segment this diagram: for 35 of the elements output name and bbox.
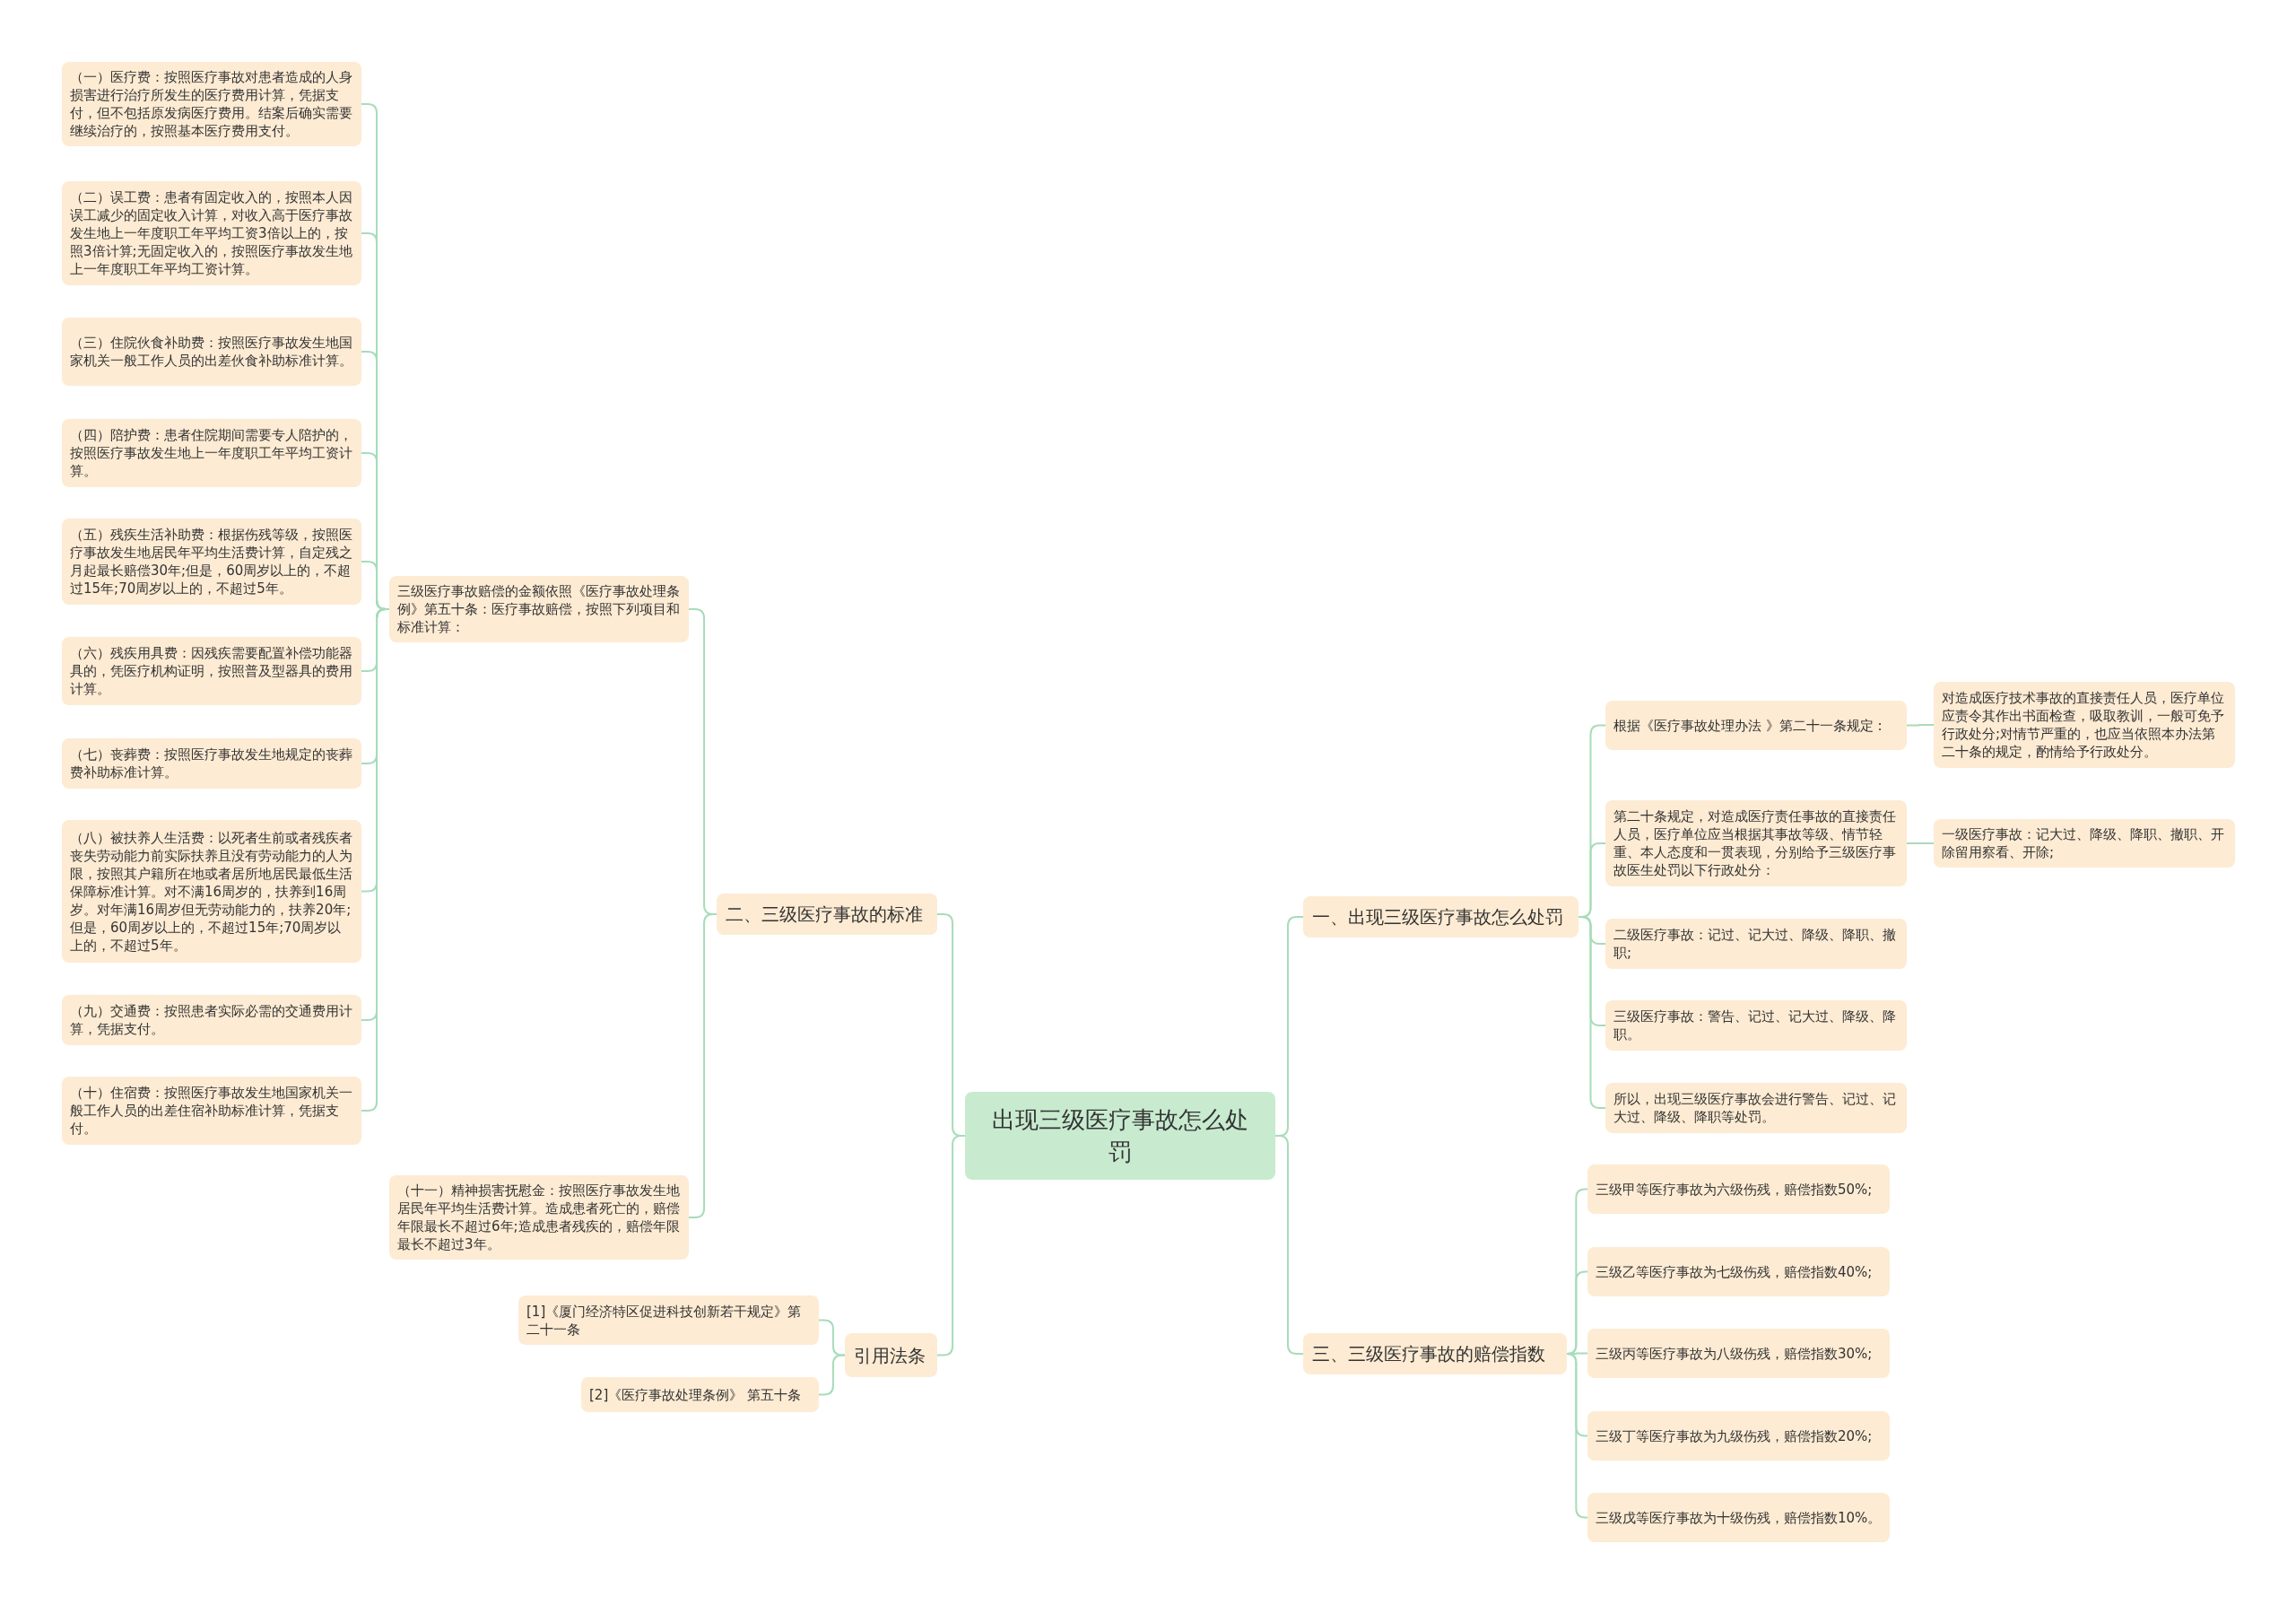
central-topic: 出现三级医疗事故怎么处罚 — [965, 1092, 1275, 1180]
topic-card: （十一）精神损害抚慰金：按照医疗事故发生地居民年平均生活费计算。造成患者死亡的，赔偿年限最长不超过6年;造成患者残疾的，赔偿年限最长不超过3年。 — [389, 1175, 689, 1260]
topic-card: [2]《医疗事故处理条例》 第五十条 — [581, 1377, 819, 1412]
topic-card: 根据《医疗事故处理办法 》第二十一条规定 : — [1605, 701, 1907, 750]
topic-card: （八）被扶养人生活费：以死者生前或者残疾者丧失劳动能力前实际扶养且没有劳动能力的人为限，按照其户籍所在地或者居所地居民最低生活保障标准计算。对不满16周岁的，扶养到16周岁。对年满16周岁但无劳动能力的，扶养20年;但是，60周岁以上的，不超过15年;70周岁以上的，不超过5年。 — [62, 820, 361, 963]
topic-card: （二）误工费：患者有固定收入的，按照本人因误工减少的固定收入计算，对收入高于医疗事故发生地上一年度职工年平均工资3倍以上的，按照3倍计算;无固定收入的，按照医疗事故发生地上一年度职工年平均工资计算。 — [62, 181, 361, 285]
branch-topic: 引用法条 — [845, 1333, 937, 1377]
topic-card: （七）丧葬费：按照医疗事故发生地规定的丧葬费补助标准计算。 — [62, 738, 361, 789]
topic-card: 三级甲等医疗事故为六级伤残，赔偿指数50%; — [1587, 1164, 1890, 1214]
topic-card: 三级医疗事故：警告、记过、记大过、降级、降职。 — [1605, 1000, 1907, 1051]
topic-card: 所以，出现三级医疗事故会进行警告、记过、记大过、降级、降职等处罚。 — [1605, 1083, 1907, 1133]
topic-card: 一级医疗事故：记大过、降级、降职、撤职、开除留用察看、开除; — [1934, 819, 2235, 868]
topic-card: 二级医疗事故：记过、记大过、降级、降职、撤职; — [1605, 919, 1907, 969]
connector-line — [1906, 724, 1935, 727]
branch-topic: 二、三级医疗事故的标准 — [717, 894, 937, 935]
branch-topic: 三、三级医疗事故的赔偿指数 — [1303, 1333, 1567, 1374]
connector-line — [1566, 1353, 1588, 1519]
topic-card: （四）陪护费：患者住院期间需要专人陪护的，按照医疗事故发生地上一年度职工年平均工资计算。 — [62, 419, 361, 487]
topic-card: 三级丁等医疗事故为九级伤残，赔偿指数20%; — [1587, 1411, 1890, 1461]
topic-card: 三级医疗事故赔偿的金额依照《医疗事故处理条例》第五十条：医疗事故赔偿，按照下列项目和标准计算： — [389, 576, 689, 642]
topic-card: （十）住宿费：按照医疗事故发生地国家机关一般工作人员的出差住宿补助标准计算，凭据支付。 — [62, 1077, 361, 1145]
topic-card: 第二十条规定，对造成医疗责任事故的直接责任人员，医疗单位应当根据其事故等级、情节轻重、本人态度和一贯表现，分别给予三级医疗事故医生处罚以下行政处分： — [1605, 800, 1907, 886]
topic-card: （六）残疾用具费：因残疾需要配置补偿功能器具的，凭医疗机构证明，按照普及型器具的费用计算。 — [62, 637, 361, 705]
topic-card: （五）残疾生活补助费：根据伤残等级，按照医疗事故发生地居民年平均生活费计算，自定残之月起最长赔偿30年;但是，60周岁以上的，不超过15年;70周岁以上的，不超过5年。 — [62, 519, 361, 605]
topic-card: （一）医疗费：按照医疗事故对患者造成的人身损害进行治疗所发生的医疗费用计算，凭据支付，但不包括原发病医疗费用。结案后确实需要继续治疗的，按照基本医疗费用支付。 — [62, 62, 361, 146]
branch-topic: 一、出现三级医疗事故怎么处罚 — [1303, 896, 1578, 938]
connector-line — [818, 1354, 846, 1396]
connector-line — [1906, 842, 1935, 844]
topic-card: 三级丙等医疗事故为八级伤残，赔偿指数30%; — [1587, 1329, 1890, 1378]
topic-card: （九）交通费：按照患者实际必需的交通费用计算，凭据支付。 — [62, 995, 361, 1045]
topic-card: 三级乙等医疗事故为七级伤残，赔偿指数40%; — [1587, 1247, 1890, 1296]
topic-card: 三级戊等医疗事故为十级伤残，赔偿指数10%。 — [1587, 1493, 1890, 1542]
topic-card: [1]《厦门经济特区促进科技创新若干规定》第二十一条 — [518, 1295, 819, 1345]
topic-card: 对造成医疗技术事故的直接责任人员，医疗单位应责令其作出书面检查，吸取教训，一般可免予行政处分;对情节严重的，也应当依照本办法第二十条的规定，酌情给予行政处分。 — [1934, 682, 2235, 768]
topic-card: （三）住院伙食补助费：按照医疗事故发生地国家机关一般工作人员的出差伙食补助标准计算。 — [62, 318, 361, 386]
